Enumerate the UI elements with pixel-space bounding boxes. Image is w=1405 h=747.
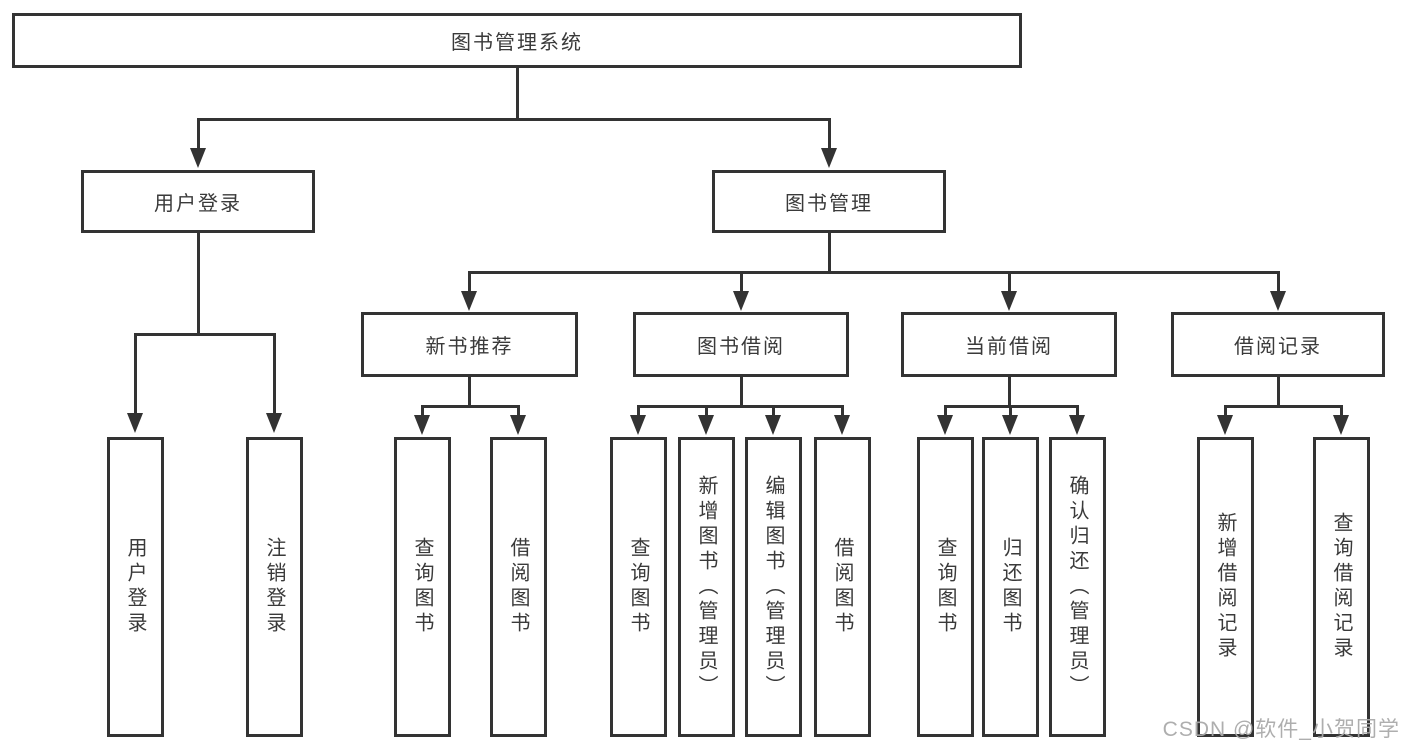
node-leaf-confirm-return-admin: 确认归还（管理员） (1049, 437, 1106, 737)
connector-stem (468, 377, 471, 407)
node-label: 新增图书（管理员） (695, 474, 717, 700)
node-label: 归还图书 (999, 537, 1021, 637)
connector-rail (637, 405, 843, 408)
arrow-down-icon (266, 413, 282, 433)
node-leaf-borrow-books-1: 借阅图书 (490, 437, 547, 737)
connector-shaft-leaf (637, 405, 640, 417)
node-leaf-add-borrow-record: 新增借阅记录 (1197, 437, 1254, 737)
connector-shaft-leaf (1076, 405, 1079, 417)
node-book-management: 图书管理 (712, 170, 946, 233)
arrow-down-icon (1270, 291, 1286, 311)
connector-shaft-leaf (944, 405, 947, 417)
node-label: 查询图书 (627, 537, 649, 637)
connector-shaft-new-books (468, 271, 471, 293)
connector-level3-rail (468, 271, 1280, 274)
arrow-down-icon (414, 415, 430, 435)
arrow-down-icon (1333, 415, 1349, 435)
node-leaf-edit-books-admin: 编辑图书（管理员） (745, 437, 802, 737)
connector-stem (740, 377, 743, 407)
arrow-down-icon (1002, 415, 1018, 435)
node-label: 注销登录 (263, 537, 285, 637)
arrow-down-icon (461, 291, 477, 311)
node-label: 用户登录 (124, 537, 146, 637)
node-label: 新书推荐 (425, 336, 514, 358)
arrow-down-icon (630, 415, 646, 435)
node-label: 用户登录 (154, 193, 242, 215)
connector-stem (1277, 377, 1280, 407)
connector-shaft-leaf (1009, 405, 1012, 417)
node-label: 查询图书 (411, 537, 433, 637)
connector-shaft-leaf (705, 405, 708, 417)
node-book-borrowing: 图书借阅 (633, 312, 849, 377)
arrow-down-icon (821, 148, 837, 168)
connector-rail (421, 405, 520, 408)
node-label: 查询图书 (934, 537, 956, 637)
connector-book-management-stem (828, 233, 831, 273)
connector-shaft-leaf (273, 333, 276, 415)
node-leaf-query-books-2: 查询图书 (610, 437, 667, 737)
arrow-down-icon (834, 415, 850, 435)
node-leaf-add-books-admin: 新增图书（管理员） (678, 437, 735, 737)
node-leaf-query-borrow-record: 查询借阅记录 (1313, 437, 1370, 737)
node-leaf-return-books: 归还图书 (982, 437, 1039, 737)
node-leaf-query-books-3: 查询图书 (917, 437, 974, 737)
node-label: 确认归还（管理员） (1066, 474, 1088, 700)
arrow-down-icon (1069, 415, 1085, 435)
connector-shaft-leaf (1340, 405, 1343, 417)
connector-user-login-stem (197, 233, 200, 335)
arrow-down-icon (1217, 415, 1233, 435)
connector-shaft-leaf (134, 333, 137, 415)
csdn-watermark: CSDN @软件_小贺同学 (1162, 718, 1400, 741)
node-label: 图书管理系统 (451, 32, 583, 54)
node-label: 编辑图书（管理员） (762, 474, 784, 700)
connector-shaft-book-borrow (740, 271, 743, 293)
node-library-management-system: 图书管理系统 (12, 13, 1022, 68)
node-label: 图书管理 (785, 193, 873, 215)
connector-shaft-borrow-records (1277, 271, 1280, 293)
connector-rail (1224, 405, 1342, 408)
connector-user-login-rail (134, 333, 276, 336)
arrow-down-icon (510, 415, 526, 435)
connector-shaft-current-borrow (1008, 271, 1011, 293)
connector-shaft-book-management (828, 118, 831, 150)
arrow-down-icon (698, 415, 714, 435)
node-leaf-user-login: 用户登录 (107, 437, 164, 737)
node-label: 借阅记录 (1234, 336, 1322, 358)
node-new-book-recommend: 新书推荐 (361, 312, 578, 377)
node-label: 图书借阅 (697, 336, 785, 358)
connector-shaft-leaf (841, 405, 844, 417)
node-user-login: 用户登录 (81, 170, 315, 233)
node-current-borrowing: 当前借阅 (901, 312, 1117, 377)
arrow-down-icon (127, 413, 143, 433)
arrow-down-icon (765, 415, 781, 435)
node-borrow-records: 借阅记录 (1171, 312, 1385, 377)
node-label: 借阅图书 (831, 537, 853, 637)
connector-level1-rail (197, 118, 831, 121)
node-leaf-logout: 注销登录 (246, 437, 303, 737)
connector-shaft-leaf (1224, 405, 1227, 417)
connector-root-stem (516, 68, 519, 120)
connector-stem (1008, 377, 1011, 407)
arrow-down-icon (1001, 291, 1017, 311)
connector-shaft-leaf (517, 405, 520, 417)
connector-shaft-leaf (772, 405, 775, 417)
arrow-down-icon (190, 148, 206, 168)
arrow-down-icon (937, 415, 953, 435)
connector-shaft-user-login (197, 118, 200, 150)
node-label: 查询借阅记录 (1330, 512, 1352, 662)
node-leaf-query-books-1: 查询图书 (394, 437, 451, 737)
node-label: 借阅图书 (507, 537, 529, 637)
node-label: 当前借阅 (965, 336, 1053, 358)
arrow-down-icon (733, 291, 749, 311)
node-leaf-borrow-books-2: 借阅图书 (814, 437, 871, 737)
node-label: 新增借阅记录 (1214, 512, 1236, 662)
connector-shaft-leaf (421, 405, 424, 417)
